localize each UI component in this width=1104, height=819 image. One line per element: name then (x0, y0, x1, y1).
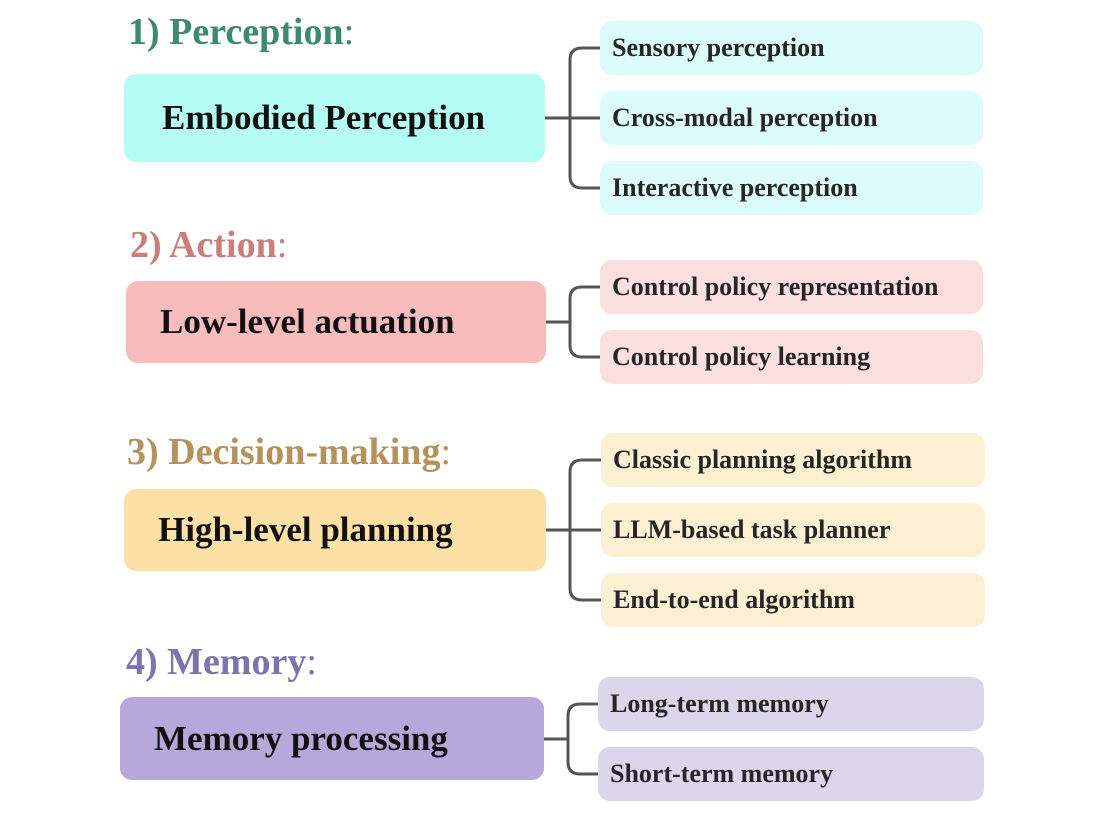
section-heading-text: 2) Action (130, 224, 277, 266)
sub-box-cross-modal-perception: Cross-modal perception (600, 91, 983, 145)
sub-box-long-term-memory: Long-term memory (598, 677, 984, 731)
section-heading-text: 4) Memory (126, 641, 307, 683)
section-heading-text: 1) Perception (128, 11, 344, 53)
connector-decision-making (544, 458, 603, 602)
sub-box-interactive-perception: Interactive perception (600, 161, 983, 215)
section-heading-perception: 1) Perception: (128, 9, 354, 55)
connector-perception (543, 46, 602, 190)
main-box-label: Low-level actuation (160, 302, 455, 341)
main-box-label: Embodied Perception (162, 98, 486, 137)
sub-box-control-policy-learning: Control policy learning (600, 330, 983, 384)
main-box-memory-processing: Memory processing (120, 697, 544, 780)
sub-box-label: Sensory perception (612, 33, 825, 62)
sub-box-label: Control policy learning (612, 342, 871, 371)
sub-box-short-term-memory: Short-term memory (598, 747, 984, 801)
connector-action (544, 285, 602, 359)
main-box-embodied-perception: Embodied Perception (124, 74, 545, 162)
main-box-label: Memory processing (154, 718, 448, 758)
main-box-low-level-actuation: Low-level actuation (126, 281, 546, 363)
section-heading-text: 3) Decision-making (127, 431, 441, 473)
sub-box-llm-based-task-planner: LLM-based task planner (601, 503, 985, 557)
heading-colon: : (276, 224, 288, 266)
main-box-label: High-level planning (158, 510, 453, 549)
connector-memory (542, 702, 600, 776)
sub-box-label: Classic planning algorithm (613, 445, 913, 474)
heading-colon: : (306, 641, 317, 683)
sub-box-label: Cross-modal perception (612, 103, 878, 132)
heading-colon: : (343, 11, 355, 53)
sub-box-sensory-perception: Sensory perception (600, 21, 983, 75)
sub-box-label: LLM-based task planner (613, 515, 891, 544)
sub-box-end-to-end-algorithm: End-to-end algorithm (601, 573, 985, 627)
section-heading-decision-making: 3) Decision-making: (127, 429, 451, 475)
heading-colon: : (440, 431, 452, 473)
sub-box-label: Long-term memory (610, 689, 829, 718)
main-box-high-level-planning: High-level planning (124, 489, 546, 571)
section-heading-memory: 4) Memory: (126, 639, 317, 685)
sub-box-control-policy-representation: Control policy representation (600, 260, 983, 314)
sub-box-classic-planning-algorithm: Classic planning algorithm (601, 433, 985, 487)
sub-box-label: Interactive perception (612, 173, 858, 202)
sub-box-label: Short-term memory (610, 759, 834, 788)
section-heading-action: 2) Action: (130, 222, 287, 268)
sub-box-label: Control policy representation (612, 272, 939, 301)
sub-box-label: End-to-end algorithm (613, 585, 855, 614)
